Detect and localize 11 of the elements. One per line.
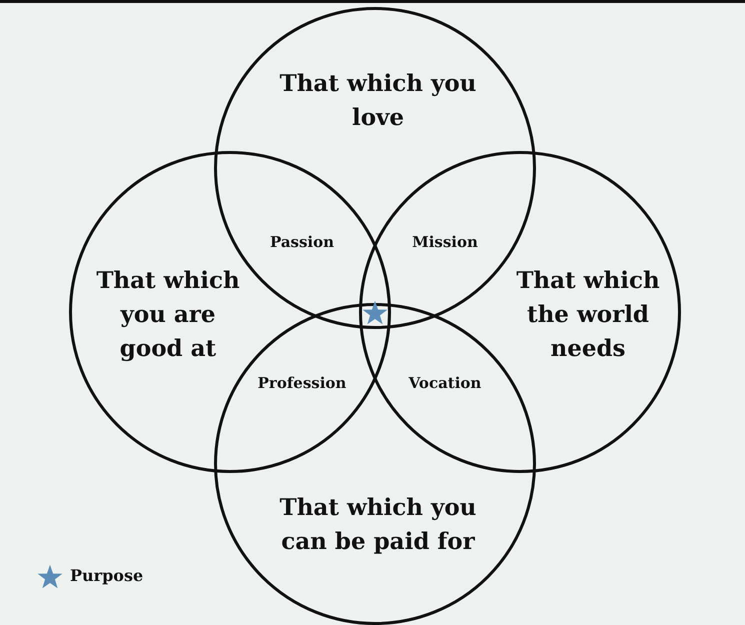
overlap-label: Profession bbox=[258, 374, 346, 392]
venn-circle bbox=[69, 151, 391, 473]
circle-label: That which you are good at bbox=[95, 266, 241, 364]
circle-label: That which you can be paid for bbox=[278, 493, 478, 557]
overlap-label: Vocation bbox=[408, 374, 482, 392]
venn-circle bbox=[359, 151, 681, 473]
overlap-label: Mission bbox=[412, 233, 478, 251]
circle-label: That which you love bbox=[278, 69, 478, 133]
legend-label: Purpose bbox=[70, 566, 144, 585]
circle-label: That which the world needs bbox=[515, 266, 661, 364]
overlap-label: Passion bbox=[270, 233, 334, 251]
